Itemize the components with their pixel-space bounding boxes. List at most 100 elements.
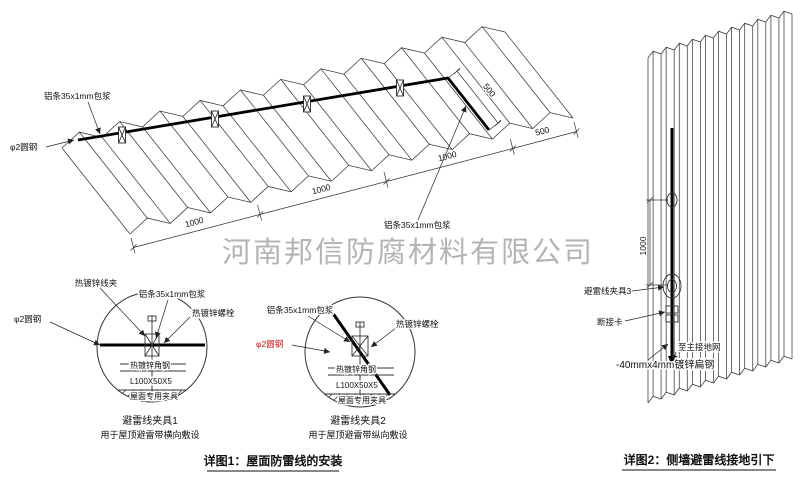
leader-disconnect [624,310,666,322]
drawing-stroke [441,36,511,124]
drawing-stroke [142,126,211,214]
drawing-stroke [373,393,381,401]
caption-detail1: 详图1：屋面防雷线的安装 [204,453,343,468]
roof-dimension-right: 500 [447,67,502,131]
roof-dimension-chain [130,121,580,254]
wall-dimension: 1000 [637,196,668,289]
label-d1-strip: 铝条35x1mm包浆 [139,289,206,299]
drawing-stroke [175,389,183,397]
drawing-stroke [396,79,404,97]
drawing-stroke [127,389,135,397]
drawing-stroke [191,389,199,397]
caption-detail2: 详图2：侧墙避雷线接地引下 [624,452,775,467]
drawing-stroke [222,105,292,193]
drawing-stroke [167,389,175,397]
label-d2-rod: φ2圆钢 [256,339,283,349]
roof-wire-clamps [118,79,404,144]
leader-d2-strip [307,315,351,343]
drawing-stroke [133,131,577,248]
label-d2-angle: 热镀锌角钢 [336,364,376,374]
label-d1-angle-size: L100X50X5 [130,377,172,386]
drawing-stroke [159,389,167,397]
drawing-stroke [280,79,350,166]
leader-rod [45,138,75,148]
drawing-stroke [573,128,580,135]
drawing-stroke [103,389,111,397]
drawing-stroke [357,393,365,401]
drawing-stroke [130,237,136,254]
drawing-stroke [257,204,262,221]
drawing-stroke [317,393,325,401]
leader-d1-clamp [99,287,146,337]
label-d2-roof-clamp: 屋面专用夹具 [338,395,386,405]
dim-1000-wall: 1000 [638,236,648,255]
label-flat-steel: -40mmx4mm镀锌扁钢 [616,358,714,371]
drawing-stroke [381,393,389,401]
drawing-stroke [143,389,151,397]
drawing-stroke [61,147,131,235]
roof-corrugated-sheet [61,26,574,235]
drawing-stroke [401,47,470,134]
roof-lightning-wire [77,76,491,142]
drawing-stroke [256,211,264,218]
dim-1000-b: 1000 [311,182,332,197]
leader-to-ground [672,351,678,362]
detail2-bubble [304,296,416,408]
drawing-stroke [309,393,317,401]
label-alu-strip-top: 铝条35x1mm包浆 [44,91,111,101]
label-d2-strip: 铝条35x1mm包浆 [267,305,334,315]
company-watermark: 河南邦信防腐材料有限公司 [222,235,594,269]
drawing-stroke [341,393,349,401]
label-alu-strip-right: 铝条35x1mm包浆 [384,220,451,230]
detail1-title: 避雷线夹具1 [122,414,178,427]
drawing-stroke [424,52,493,140]
leader-d1-rod [49,321,101,346]
leader-d1-bolt [163,316,191,344]
drawing-stroke [211,110,219,128]
drawing-stroke [130,244,137,251]
drawing-stroke [118,126,126,144]
drawing-stroke [464,42,534,129]
detail1-drawing [100,315,205,397]
drawing-stroke [79,131,148,219]
label-d2-bolt: 热镀锌螺栓 [396,319,439,329]
drawing-stroke [383,171,389,188]
drawing-stroke [397,393,405,401]
drawing-stroke [151,389,159,397]
leader-strip-right [417,105,467,221]
drawing-stroke [343,73,413,161]
label-d1-bolt: 热镀锌螺栓 [192,308,235,318]
drawing-stroke [647,10,793,59]
detail1-subtitle: 用于屋顶避雷带横向敷设 [100,429,199,440]
drawing-stroke [119,121,188,208]
dim-500-right: 500 [481,81,498,99]
drawing-stroke [509,138,515,155]
drawing-stroke [135,389,143,397]
leader-d1-strip [154,299,169,339]
leader-d2-bolt [370,327,397,348]
drawing-stroke [573,121,579,138]
drawing-stroke [240,89,309,177]
drawing-stroke [263,95,332,182]
drawing-stroke [383,178,390,185]
label-disconnect: 断接卡 [597,317,623,327]
detail2-title: 避雷线夹具2 [330,414,386,427]
label-d1-rod: φ2圆钢 [14,314,41,324]
label-clamp3: 避雷线夹具3 [584,286,632,296]
drawing-stroke [383,63,453,150]
dim-1000-a: 1000 [184,215,205,230]
drawing-stroke [101,137,171,224]
label-d1-clamp: 热镀锌线夹 [75,278,118,288]
drawing-stroke [509,145,517,152]
label-d1-roof-clamp: 屋面专用夹具 [130,391,178,401]
detail1-bubble [96,291,208,403]
leader-clamp3 [631,284,665,292]
drawing-stroke [481,26,551,113]
drawing-stroke [320,68,390,156]
leader-d2-rod [291,344,331,354]
drawing-stroke [333,393,341,401]
label-rod: φ2圆钢 [10,142,37,152]
drawing-stroke [504,31,574,119]
leader-strip-top [87,101,101,135]
